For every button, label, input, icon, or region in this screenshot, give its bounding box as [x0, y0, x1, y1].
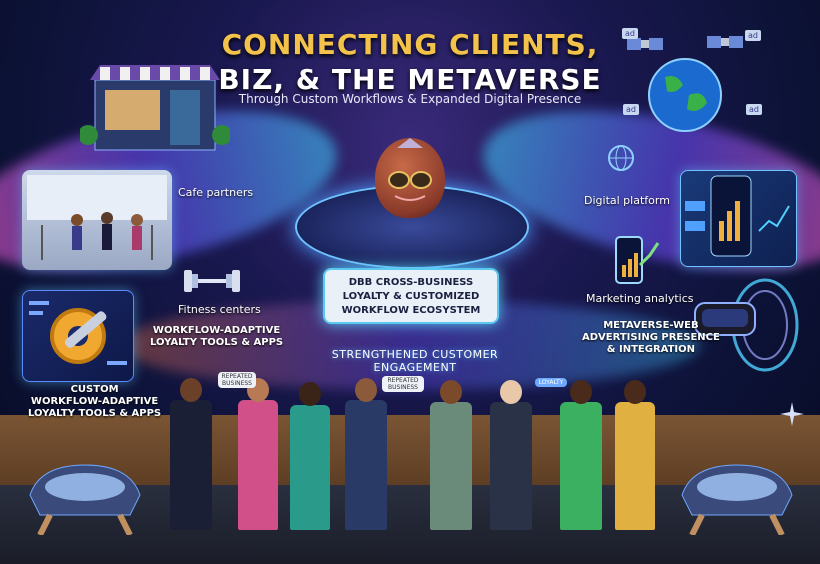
tag-repeated-business-1: REPEATED BUSINESS	[218, 372, 256, 388]
ad-badge: ad	[622, 28, 638, 39]
gym-icon	[22, 170, 172, 270]
small-globe-icon	[606, 143, 636, 173]
engagement-banner: STRENGTHENED CUSTOMER ENGAGEMENT	[331, 348, 499, 374]
tag-loyalty: LOYALTY	[535, 378, 567, 387]
lounge-pod-left	[20, 455, 150, 537]
wood-floor	[0, 415, 820, 485]
title-line-1: CONNECTING CLIENTS,	[221, 28, 599, 61]
person-5-head	[440, 380, 462, 404]
egg-mascot-icon	[375, 138, 445, 218]
sparkle-icon	[780, 402, 804, 426]
person-7-head	[570, 380, 592, 404]
label-digital-platform: Digital platform	[584, 194, 670, 207]
person-3-head	[299, 382, 321, 406]
person-1	[170, 400, 212, 530]
vr-headset-icon	[690, 275, 800, 375]
person-5	[430, 402, 472, 530]
workflow-tools-text: WORKFLOW-ADAPTIVE LOYALTY TOOLS & APPS	[150, 325, 284, 348]
phone-chart-icon	[612, 235, 662, 285]
label-metaverse: METAVERSE-WEB ADVERTISING PRESENCE & INT…	[582, 320, 720, 356]
person-2	[238, 400, 278, 530]
gear-wrench-icon	[22, 290, 134, 382]
label-fitness-centers: Fitness centers	[178, 303, 261, 316]
custom-workflow-text: CUSTOM WORKFLOW-ADAPTIVE LOYALTY TOOLS &…	[28, 384, 162, 419]
globe-icon	[645, 55, 725, 135]
satellite-icon	[625, 30, 665, 60]
main-title: CONNECTING CLIENTS, BIZ, & THE METAVERSE	[180, 28, 640, 96]
metaverse-text: METAVERSE-WEB ADVERTISING PRESENCE & INT…	[582, 320, 720, 355]
person-8-head	[624, 380, 646, 404]
person-6-head	[500, 380, 522, 404]
person-7	[560, 402, 602, 530]
ad-badge: ad	[745, 30, 761, 41]
person-1-head	[180, 378, 202, 402]
label-cafe-partners: Cafe partners	[178, 186, 254, 199]
person-3	[290, 405, 330, 530]
subtitle: Through Custom Workflows & Expanded Digi…	[238, 92, 582, 106]
label-workflow-tools: WORKFLOW-ADAPTIVE LOYALTY TOOLS & APPS	[150, 325, 283, 349]
center-ecosystem-box: DBB CROSS-BUSINESS LOYALTY & CUSTOMIZED …	[323, 268, 499, 324]
label-marketing-analytics: Marketing analytics	[586, 292, 694, 305]
lounge-pod-right	[672, 455, 802, 537]
label-custom-workflow: CUSTOM WORKFLOW-ADAPTIVE LOYALTY TOOLS &…	[28, 384, 161, 420]
cafe-storefront-icon	[78, 55, 232, 155]
ad-badge: ad	[746, 104, 762, 115]
ad-badge: ad	[623, 104, 639, 115]
dashboard-icon	[680, 170, 797, 267]
center-box-text: DBB CROSS-BUSINESS LOYALTY & CUSTOMIZED …	[341, 277, 481, 316]
title-line-2: BIZ, & THE METAVERSE	[218, 63, 602, 96]
tag-repeated-business-2: REPEATED BUSINESS	[382, 376, 424, 392]
person-6	[490, 402, 532, 530]
dumbbell-icon	[182, 266, 242, 296]
satellite-icon	[705, 28, 745, 58]
person-4	[345, 400, 387, 530]
person-4-head	[355, 378, 377, 402]
person-8	[615, 402, 655, 530]
